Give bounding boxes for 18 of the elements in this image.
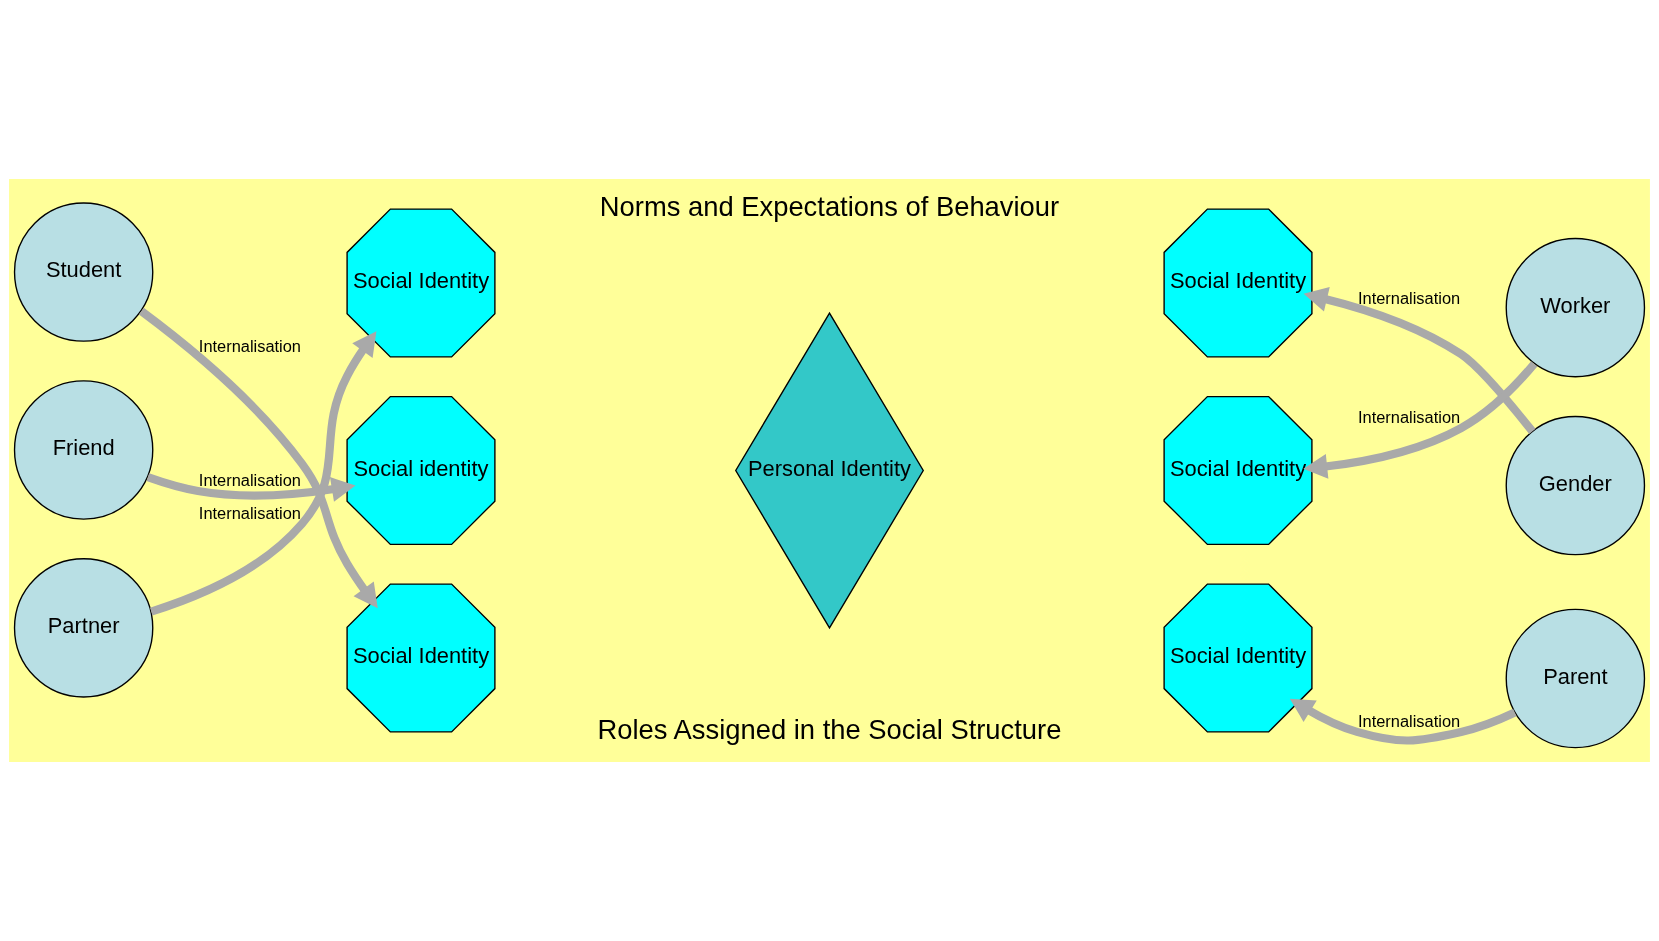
- edge-label: Internalisation: [1358, 408, 1461, 427]
- node-circle: Gender: [1505, 415, 1646, 556]
- node-circle: Student: [13, 202, 154, 342]
- node-diamond: Personal Identity: [734, 311, 925, 630]
- edge-label: Internalisation: [1358, 712, 1461, 731]
- label: Norms and Expectations of Behaviour: [599, 190, 1060, 222]
- arrow: [1303, 361, 1538, 479]
- label: Roles Assigned in the Social Structure: [597, 713, 1062, 745]
- arrow: [146, 473, 356, 502]
- edge-label: Internalisation: [198, 471, 301, 490]
- edge-label: Internalisation: [198, 504, 301, 523]
- arrow: [1289, 698, 1517, 745]
- node-circle: Friend: [13, 380, 154, 520]
- edge-label: Internalisation: [198, 337, 301, 356]
- node-circle: Worker: [1505, 237, 1646, 378]
- edge-label: Internalisation: [1358, 289, 1461, 308]
- node-circle: Parent: [1505, 608, 1646, 749]
- node-circle: Partner: [13, 558, 154, 698]
